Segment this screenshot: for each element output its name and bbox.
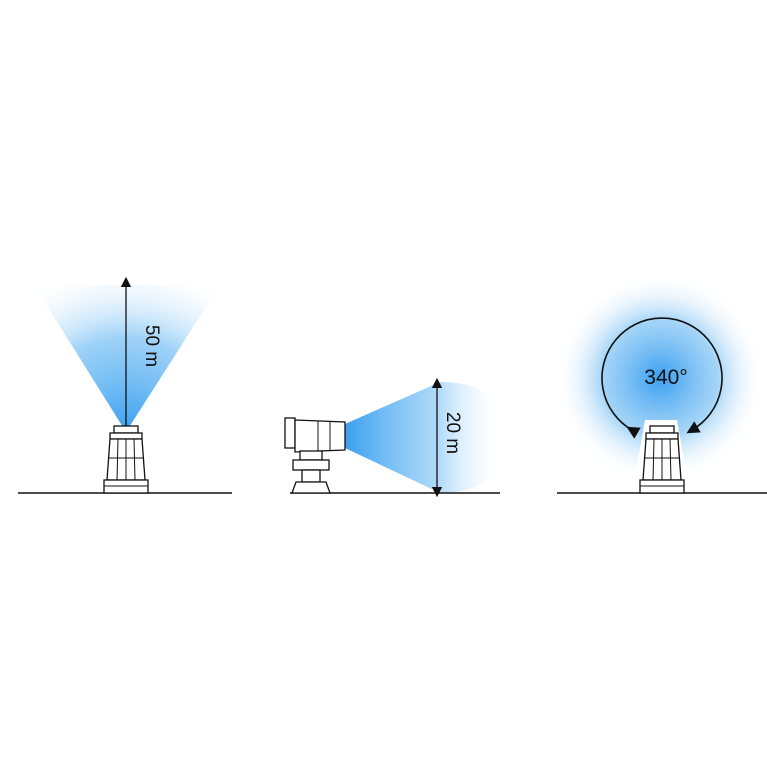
rotation-light-glow [555,273,765,483]
rotation-label: 340° [644,366,687,389]
searchlight-icon [284,417,346,494]
panel-horizontal-range: 20 m [284,377,505,498]
upright-lamp-icon [639,425,685,494]
horizontal-light-beam [345,382,505,493]
height-label: 50 m [141,325,162,367]
range-label: 20 m [442,412,463,454]
panel-rotation-range: 340° [555,273,767,494]
upright-lamp-icon [103,425,149,494]
vertical-light-beam [34,285,220,432]
panel-vertical-range: 50 m [18,276,232,494]
rotation-arc-arrow [601,317,723,439]
